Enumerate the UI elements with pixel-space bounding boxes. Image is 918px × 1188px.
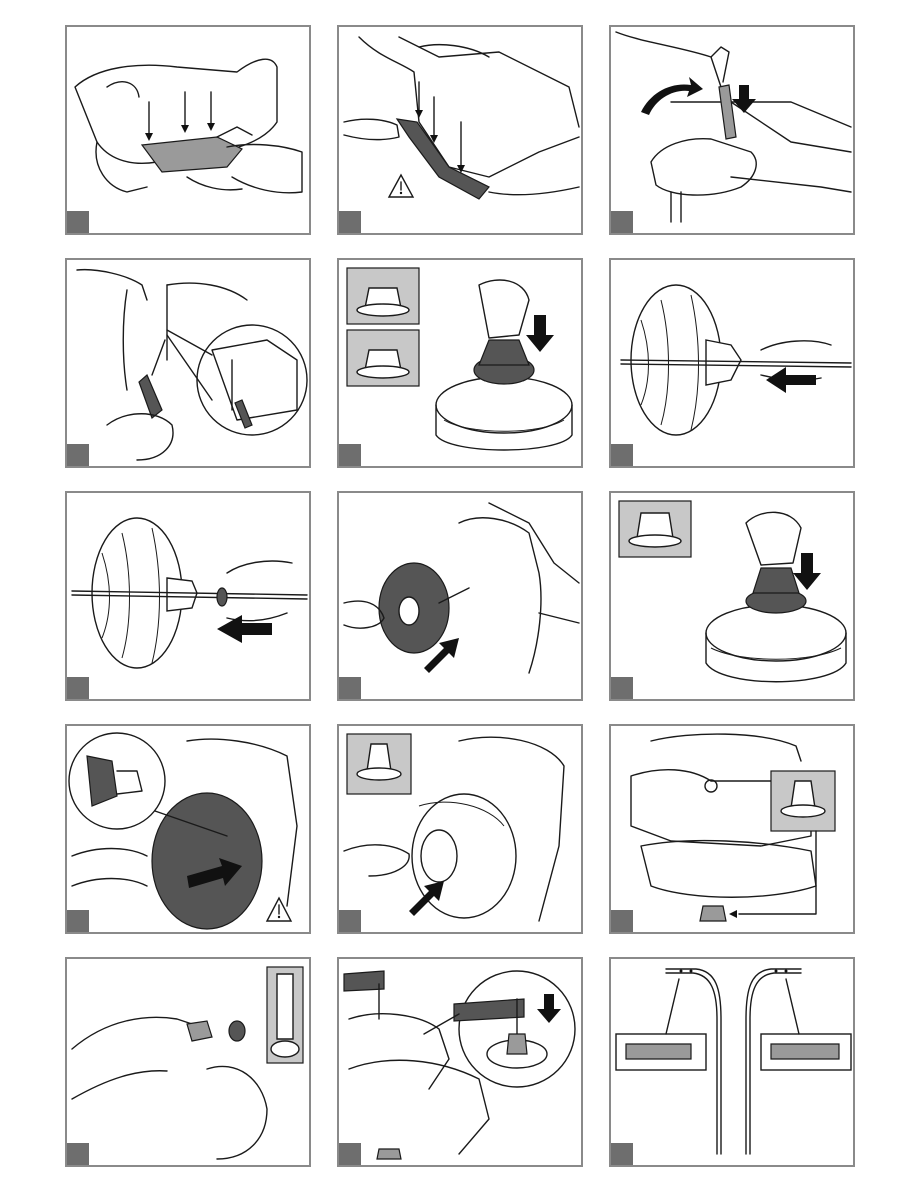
hubcap-press-illustration	[339, 260, 581, 466]
hubcap-cap-illustration	[339, 726, 581, 932]
washer	[217, 588, 227, 606]
panel-4	[65, 258, 311, 468]
seat-latch-illustration	[611, 27, 853, 233]
panel-5	[337, 258, 583, 468]
seat-removal-illustration	[67, 27, 309, 233]
cap-install-illustration	[67, 959, 309, 1165]
step-number-box	[611, 444, 633, 466]
washer-axle-illustration	[67, 493, 309, 699]
step-number-box	[339, 910, 361, 932]
rear-wheel-detail-illustration	[67, 726, 309, 932]
step-number-box	[339, 677, 361, 699]
axle-insert-illustration	[611, 260, 853, 466]
step-number-box	[339, 1143, 361, 1165]
step-number-box	[611, 677, 633, 699]
panel-9	[609, 491, 855, 701]
front-cap-illustration	[611, 726, 853, 932]
panel-10	[65, 724, 311, 934]
panel-6	[609, 258, 855, 468]
screwdriver-detail-illustration	[67, 260, 309, 466]
step-number-box	[339, 211, 361, 233]
step-number-box	[67, 910, 89, 932]
panel-2	[337, 25, 583, 235]
detail-circle	[69, 733, 165, 829]
panel-11	[337, 724, 583, 934]
step-number-box	[67, 444, 89, 466]
panel-14	[337, 957, 583, 1167]
hubcap-press-2-illustration	[611, 493, 853, 699]
step-number-box	[611, 211, 633, 233]
panel-12	[609, 724, 855, 934]
hammer-cap-illustration	[339, 959, 581, 1165]
step-number-box	[611, 1143, 633, 1165]
underside-cover-illustration	[339, 27, 581, 233]
panel-13	[65, 957, 311, 1167]
step-number-box	[611, 910, 633, 932]
step-number-box	[67, 1143, 89, 1165]
panel-15	[609, 957, 855, 1167]
step-number-box	[67, 211, 89, 233]
step-number-box	[339, 444, 361, 466]
wheel-mount-illustration	[339, 493, 581, 699]
step-number-box	[67, 677, 89, 699]
handle-bars-illustration	[611, 959, 853, 1165]
detail-circle	[197, 325, 307, 435]
panel-8	[337, 491, 583, 701]
panel-7	[65, 491, 311, 701]
panel-1	[65, 25, 311, 235]
panel-3	[609, 25, 855, 235]
